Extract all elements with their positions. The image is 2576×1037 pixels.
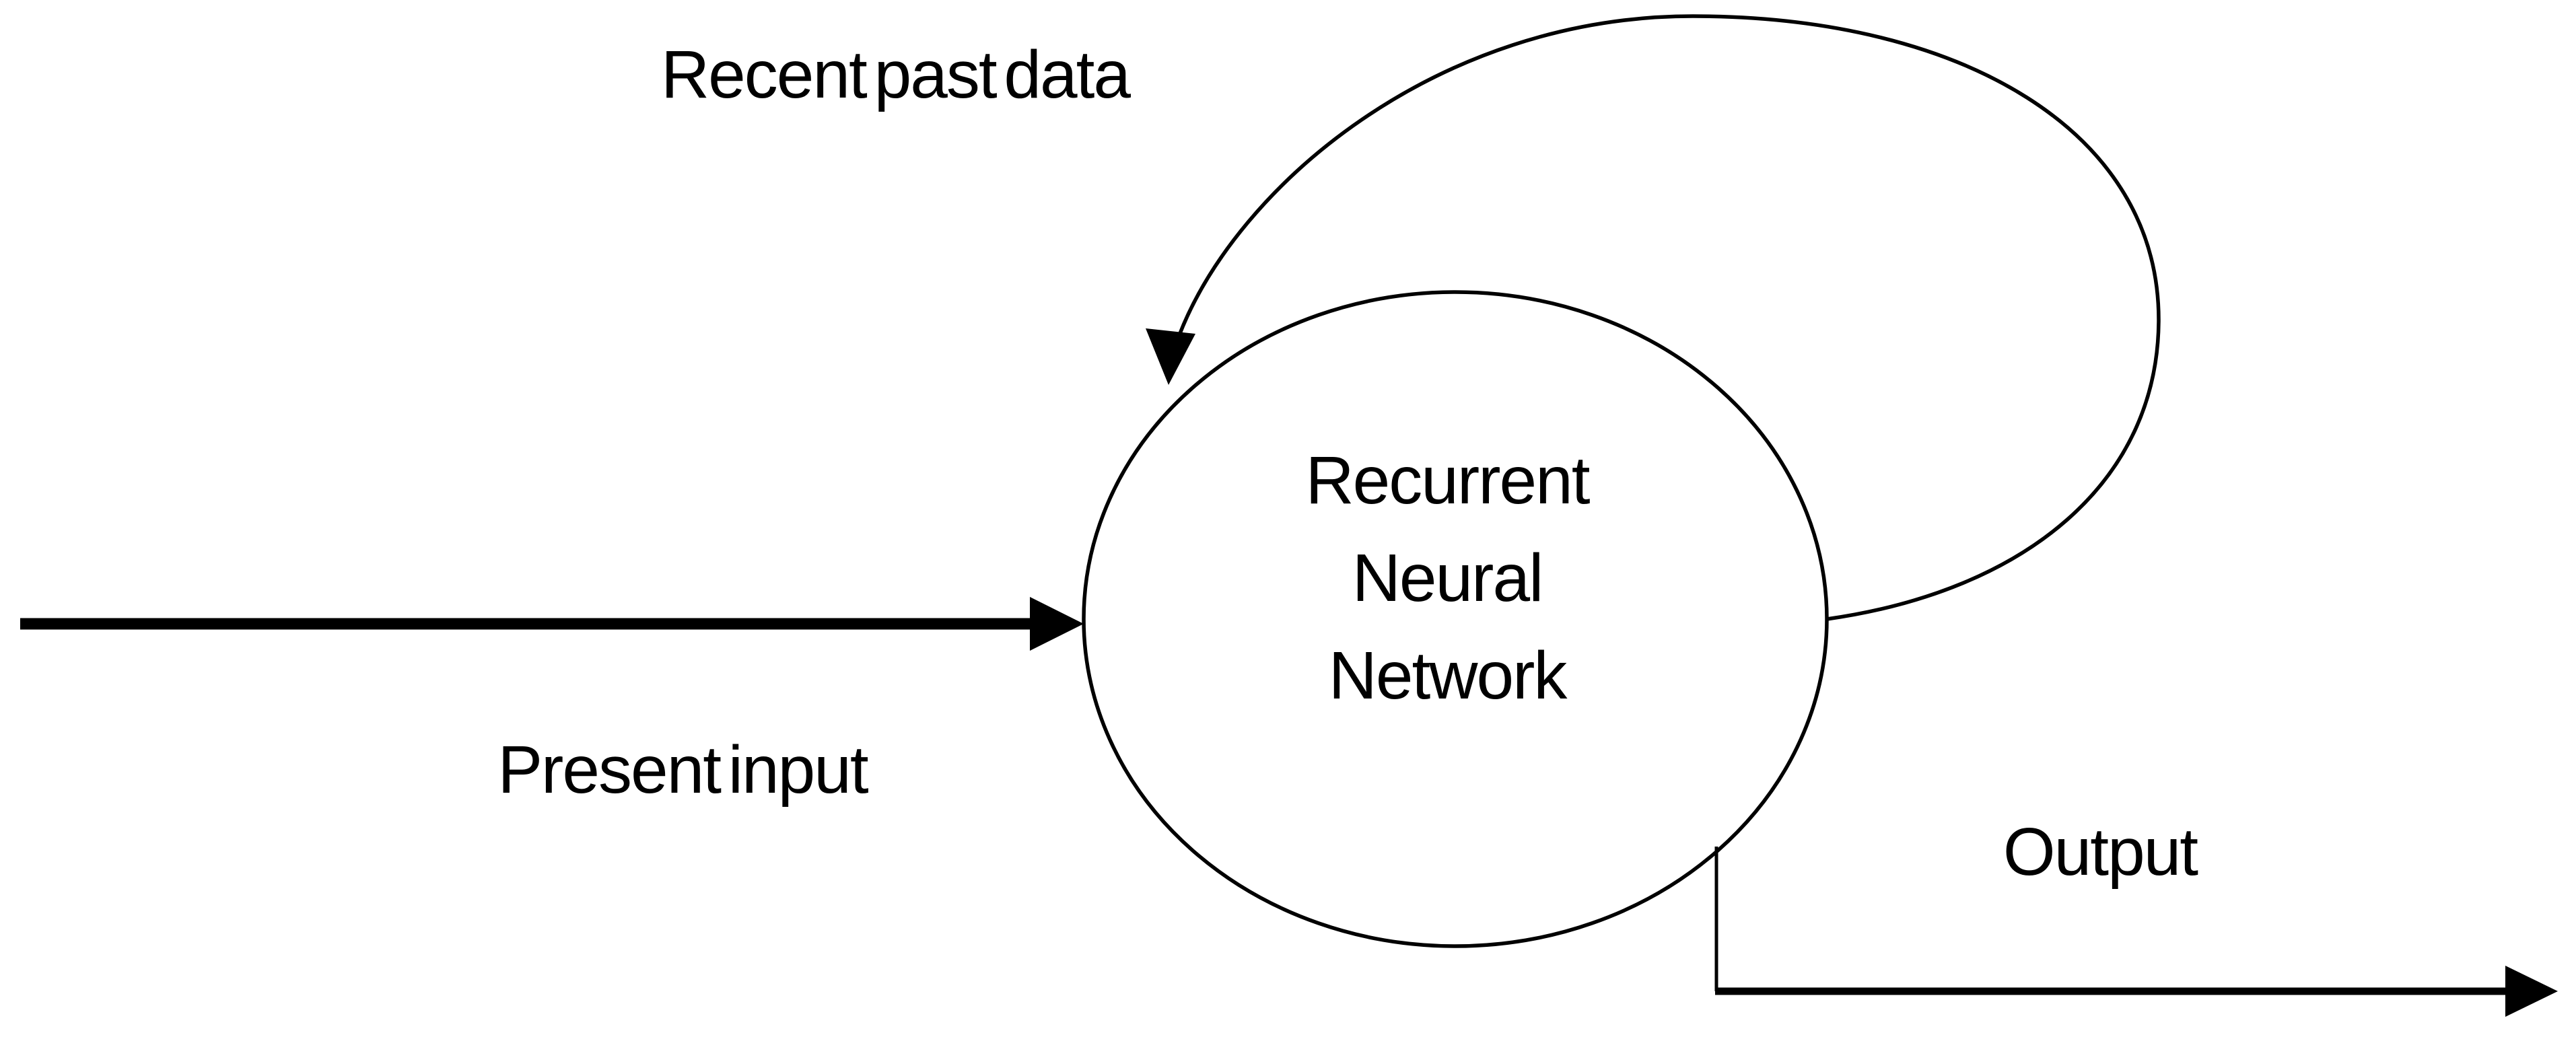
output-label: Output	[2003, 814, 2198, 890]
feedback-arrowhead-icon	[1146, 328, 1195, 385]
rnn-node-label-line3: Network	[1329, 638, 1568, 713]
rnn-node-label-line2: Neural	[1352, 540, 1543, 616]
rnn-node	[1082, 290, 1829, 948]
output-arrowhead-icon	[2505, 966, 2558, 1017]
feedback-label: Recent past data	[661, 37, 1131, 112]
input-arrowhead-icon	[1030, 597, 1084, 651]
input-label: Present input	[497, 732, 868, 808]
feedback-loop-arc	[1177, 14, 2161, 621]
rnn-node-label-line1: Recurrent	[1305, 443, 1590, 518]
